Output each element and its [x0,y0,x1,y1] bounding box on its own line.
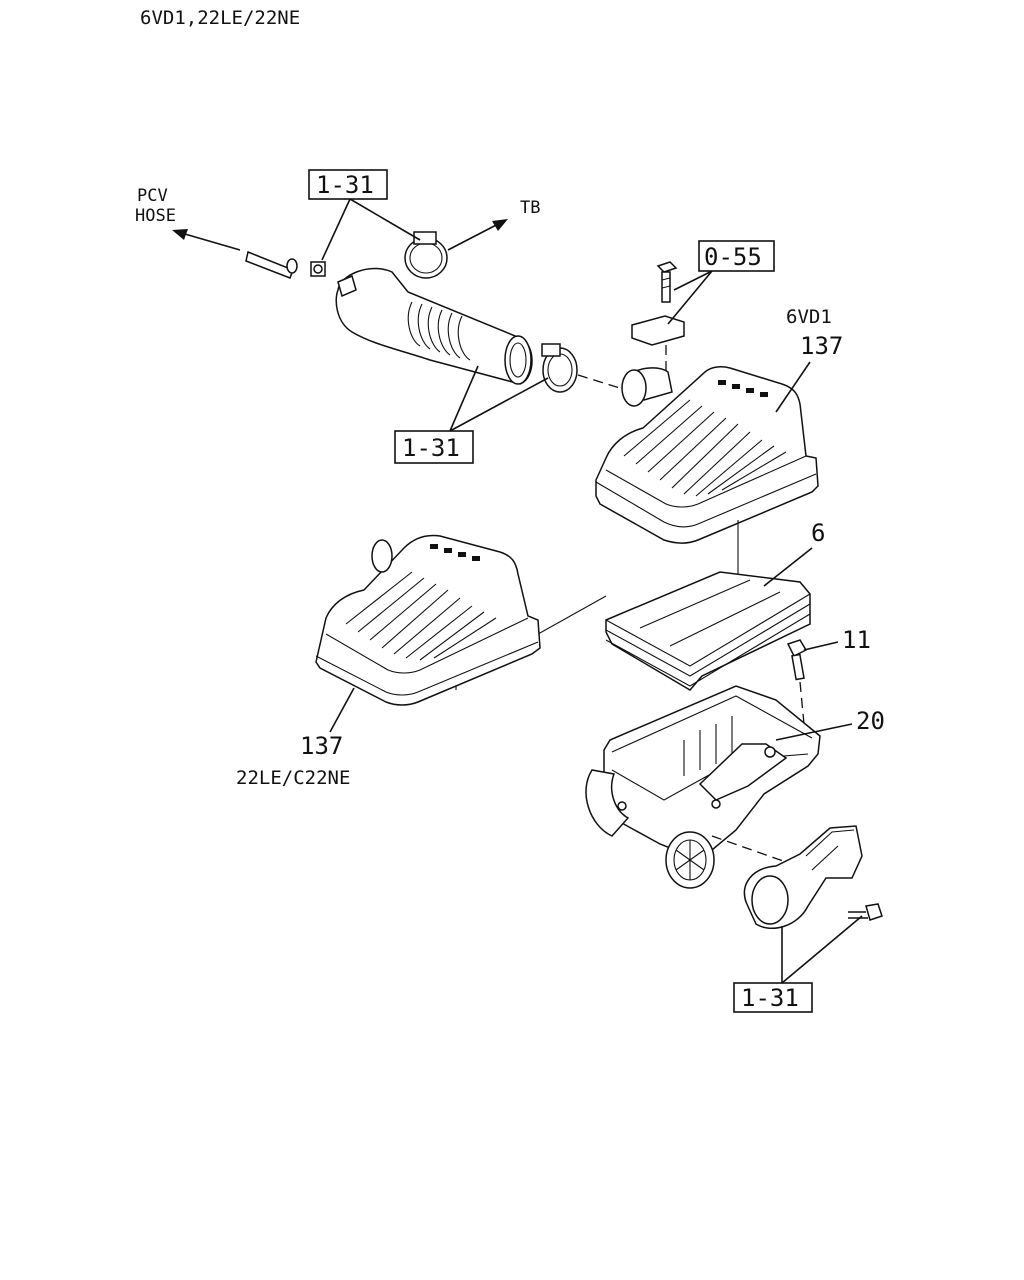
variant-22le-label: 22LE/C22NE [236,767,350,789]
callout-bolt: 11 [842,626,871,654]
hose-clamp-mid [541,343,578,393]
outlet-duct [743,825,863,929]
assembly-line-duct [711,835,787,863]
intake-hose [335,267,533,385]
bracket-bolt [656,261,678,303]
callout-lower-case: 20 [856,707,885,735]
small-clip [310,261,326,277]
air-cleaner-cover-6vd1 [595,366,819,544]
hose-bellows-ribs [407,301,471,361]
case-interior-ribs [683,716,733,776]
mounting-bracket [631,315,685,380]
ref-box-bolt [698,240,775,272]
air-cleaner-cover-22le [315,534,541,706]
ref-duct-bottom: 1-31 [741,984,799,1012]
cover-22le-slots [430,544,480,561]
leader-ref-clamp [349,198,421,241]
ref-clip-top: 1-31 [316,171,374,199]
air-cleaner-lower-case [585,685,821,889]
callout-cover-22le: 137 [300,732,343,760]
leader-bolt [803,641,839,651]
cover-6vd1-ribs [623,399,787,497]
leader-ref-clamp-mid [449,377,549,432]
callout-cover-6vd1: 137 [800,332,843,360]
hose-label: HOSE [135,206,176,226]
cover-22le-ribs [345,571,497,661]
ref-bolt: 0-55 [704,243,762,271]
ref-hose-mid: 1-31 [402,434,460,462]
leader-cover-22le [329,687,355,733]
engine-codes-header: 6VD1,22LE/22NE [140,7,300,29]
leader-ref-bracket [667,270,713,325]
tb-arrow [447,219,508,251]
pcv-hose-arrow [172,229,241,251]
callout-element: 6 [811,519,825,547]
ref-box-hose-mid [394,430,474,464]
leader-ref-hose [449,365,479,432]
pcv-label: PCV [137,186,168,206]
duct-bolt [848,903,883,921]
cover-6vd1-slots [718,380,768,397]
tb-label: TB [520,198,540,218]
bolt-11 [786,639,808,725]
leader-ref-clip [321,198,351,261]
hose-clamp-top [404,231,448,279]
ref-box-duct-bottom [733,982,813,1013]
variant-6vd1-label: 6VD1 [786,306,832,328]
pcv-hose-piece [245,250,298,279]
assembly-line-hose [577,374,627,391]
leader-ref-bolt [673,270,713,291]
air-filter-element [605,571,811,691]
leader-element [763,547,813,587]
leader-cover-6vd1 [775,361,811,413]
leader-lower-case [775,723,853,741]
ref-box-clip-top [308,169,388,200]
leader-ref-duct-bolt [781,915,863,984]
